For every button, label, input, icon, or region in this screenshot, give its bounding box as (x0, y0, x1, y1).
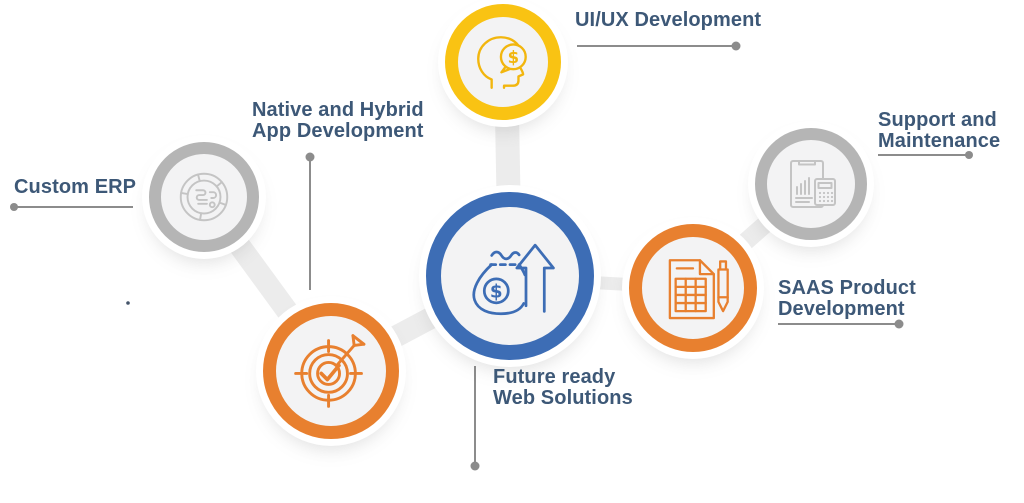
node-future-web-solutions: $ (426, 192, 594, 360)
label-native-hybrid-app: Native and Hybrid App Development (252, 100, 424, 142)
clipboard-calculator-icon (779, 152, 843, 216)
node-native-hybrid-app (263, 303, 399, 439)
label-saas-product: SAAS Product Development (778, 278, 916, 320)
document-pen-icon (656, 251, 730, 325)
head-dollar-icon: $ (470, 29, 536, 95)
svg-text:$: $ (508, 48, 519, 67)
node-support-maintenance (755, 128, 867, 240)
label-line: App Development (252, 120, 424, 142)
label-line: Support and (878, 109, 997, 131)
label-future-web-solutions: Future ready Web Solutions (493, 367, 633, 409)
label-custom-erp: Custom ERP (14, 177, 136, 198)
label-line: UI/UX Development (575, 9, 762, 31)
node-saas-product (629, 224, 757, 352)
leader-dot-support (965, 151, 973, 159)
label-line: Custom ERP (14, 176, 137, 198)
stray-dot (126, 301, 130, 305)
label-uiux-development: UI/UX Development (575, 10, 761, 31)
label-line: Maintenance (878, 130, 1001, 152)
label-support-maintenance: Support and Maintenance (878, 110, 1000, 152)
leader-dot-uiux (731, 41, 741, 51)
erp-coin-icon (173, 166, 235, 228)
leader-dot-saas (894, 319, 904, 329)
label-line: Development (778, 298, 905, 320)
target-dart-icon (292, 332, 370, 410)
label-line: Future ready (493, 366, 616, 388)
leader-dot-native-hybrid (305, 152, 315, 162)
label-line: Native and Hybrid (252, 99, 424, 121)
svg-text:$: $ (490, 281, 503, 302)
money-bag-growth-icon: $ (462, 232, 558, 320)
leader-dot-web-solutions (470, 461, 480, 471)
label-line: Web Solutions (493, 387, 633, 409)
leader-dot-custom-erp (10, 203, 18, 211)
node-custom-erp (149, 142, 259, 252)
label-line: SAAS Product (778, 277, 916, 299)
node-uiux-development: $ (445, 4, 561, 120)
